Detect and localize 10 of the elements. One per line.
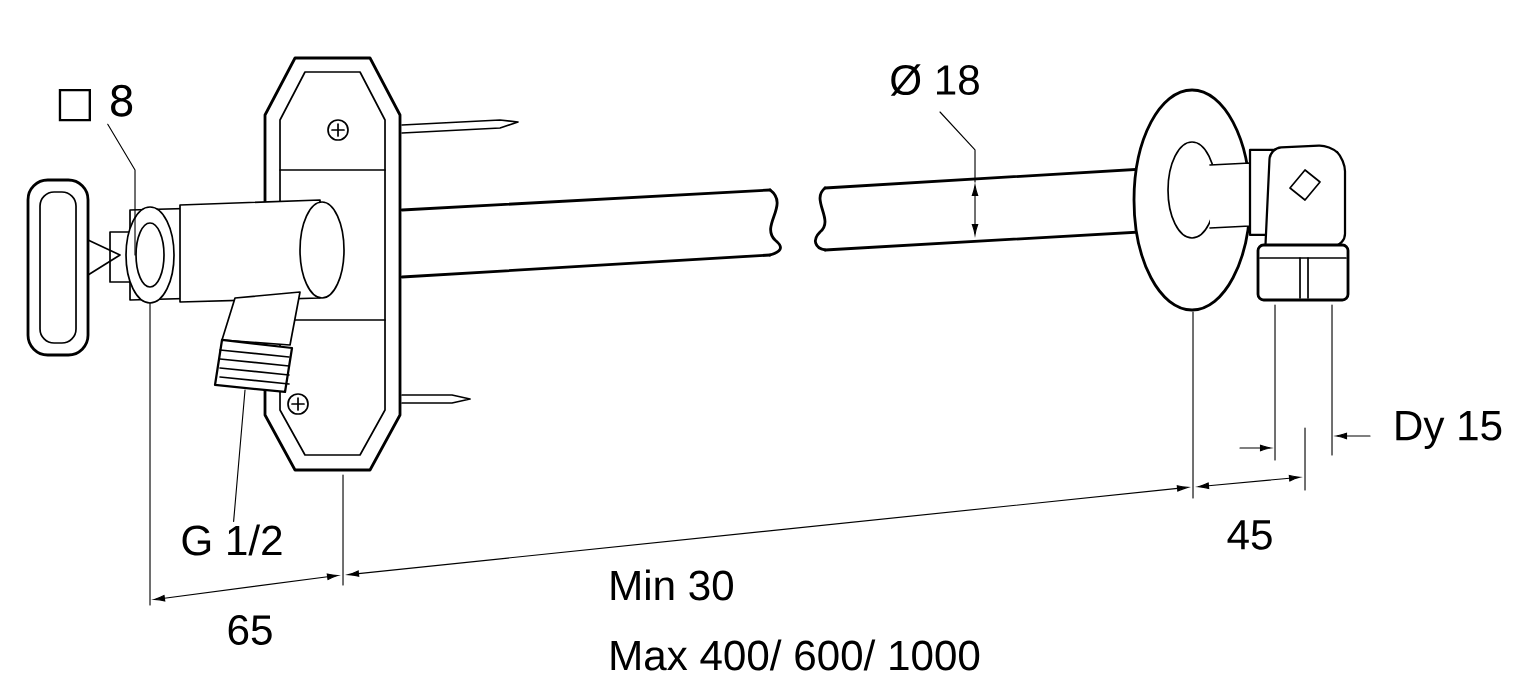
dimension-label: □ 8 — [58, 84, 133, 122]
dimension-label: 45 — [1227, 520, 1272, 550]
leader-line — [107, 123, 136, 256]
dimension-label: Max 400/ 600/ 1000 — [611, 639, 980, 671]
dimension-label: 65 — [228, 615, 272, 645]
dimension-label: Dy 15 — [1396, 411, 1502, 449]
dimension-label: Min 30 — [611, 569, 733, 601]
dimension-label: Ø 18 — [890, 64, 979, 96]
dimension-label: G 1/2 — [182, 524, 282, 556]
leader-line — [233, 389, 246, 522]
